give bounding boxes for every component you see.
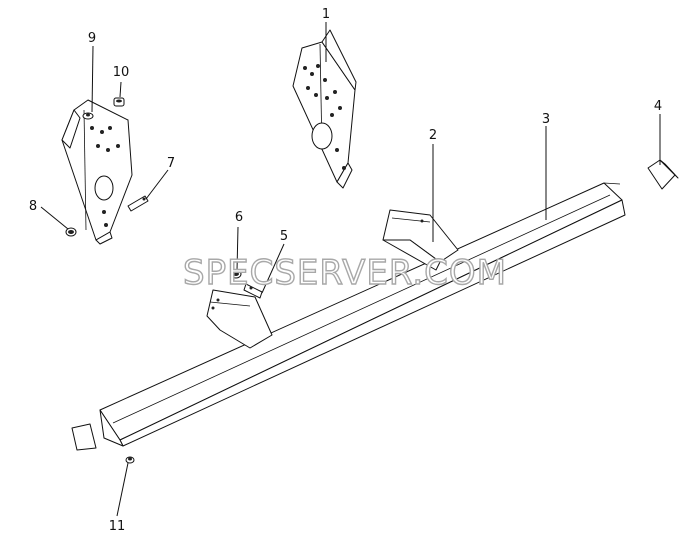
callout-labels: 1 2 3 4 5 6 7 8 9 10 11 — [29, 7, 662, 534]
callout-7: 7 — [167, 156, 175, 171]
callout-4: 4 — [654, 99, 662, 114]
nut-10 — [113, 97, 125, 107]
upper-mount-plate — [292, 29, 357, 189]
crossmember-beam — [99, 182, 626, 447]
leader-8 — [40, 206, 69, 230]
side-bracket-plate — [61, 99, 133, 245]
washer-8 — [65, 227, 77, 237]
callout-5: 5 — [280, 229, 288, 244]
callout-9: 9 — [88, 31, 96, 46]
callout-3: 3 — [542, 112, 550, 127]
bolt-5 — [243, 283, 263, 299]
callout-6: 6 — [235, 210, 243, 225]
bolt-9 — [82, 112, 94, 120]
beam-bracket-left — [206, 289, 273, 349]
fastener-11 — [125, 456, 135, 464]
leader-6 — [236, 226, 239, 272]
leader-7 — [145, 169, 169, 200]
callout-10: 10 — [113, 65, 130, 80]
leader-10 — [119, 81, 122, 98]
callout-2: 2 — [429, 128, 437, 143]
washer-6 — [230, 269, 242, 279]
bolt-7 — [127, 195, 149, 212]
callout-8: 8 — [29, 199, 37, 214]
end-cap-right — [647, 159, 679, 190]
leader-11 — [116, 462, 129, 517]
leader-lines — [40, 22, 661, 517]
callout-11: 11 — [109, 519, 126, 534]
leader-9 — [91, 45, 94, 113]
leader-5 — [261, 243, 285, 294]
end-cap-left — [71, 423, 97, 451]
watermark-text: SPECSERVER.COM — [183, 253, 507, 293]
callout-1: 1 — [322, 7, 330, 22]
beam-bracket-right — [382, 209, 459, 271]
